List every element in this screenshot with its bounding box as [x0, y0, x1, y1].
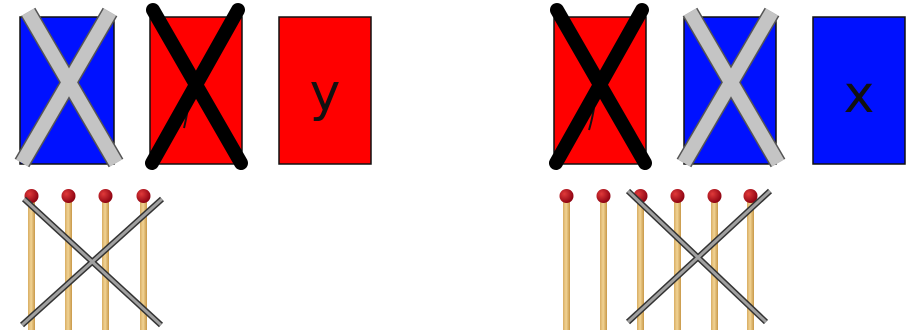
match-2 [597, 189, 611, 330]
right-card-3: x [813, 17, 905, 164]
left-group: y [20, 10, 371, 330]
match-head [597, 189, 611, 203]
match-1 [560, 189, 574, 330]
match-head [671, 189, 685, 203]
card-label-y: y [310, 63, 341, 123]
left-card-2 [150, 10, 242, 164]
match-head [560, 189, 574, 203]
card-label-x: x [844, 65, 875, 125]
left-card-1 [20, 12, 116, 164]
left-matches [22, 189, 162, 330]
left-card-3: y [279, 17, 371, 164]
right-card-2 [684, 12, 778, 164]
match-2 [62, 189, 76, 330]
match-head [137, 189, 151, 203]
match-head [99, 189, 113, 203]
right-card-1 [554, 10, 646, 164]
right-matches [560, 189, 771, 330]
match-4 [671, 189, 685, 330]
match-3 [99, 189, 113, 330]
match-head [708, 189, 722, 203]
right-group: x [554, 10, 905, 330]
match-5 [708, 189, 722, 330]
match-head [62, 189, 76, 203]
